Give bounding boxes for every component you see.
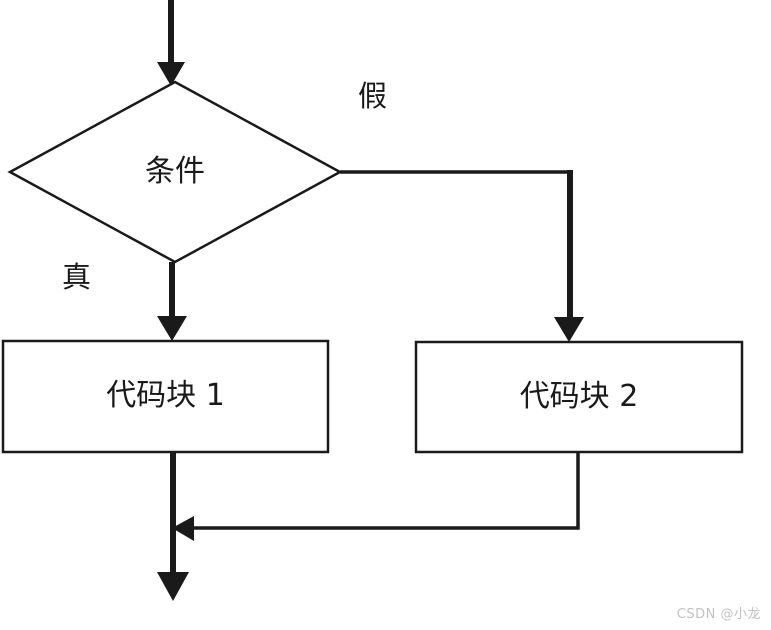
edge-merge-from-block2 <box>172 452 580 541</box>
edge-label-true: 真 <box>62 260 92 294</box>
node-block1-rect[interactable] <box>1 339 330 454</box>
watermark-text: CSDN @小龙 <box>676 607 761 622</box>
node-block2-rect[interactable] <box>414 340 744 454</box>
edge-label-false: 假 <box>358 79 388 113</box>
edge-true-branch <box>157 262 187 341</box>
block1-label: 代码块 1 <box>106 378 225 413</box>
edge-entry-arrow <box>157 0 185 86</box>
edge-exit-arrow <box>157 452 189 601</box>
block2-label: 代码块 2 <box>519 379 639 414</box>
condition-label: 条件 <box>145 154 205 189</box>
edge-false-branch <box>340 170 584 342</box>
